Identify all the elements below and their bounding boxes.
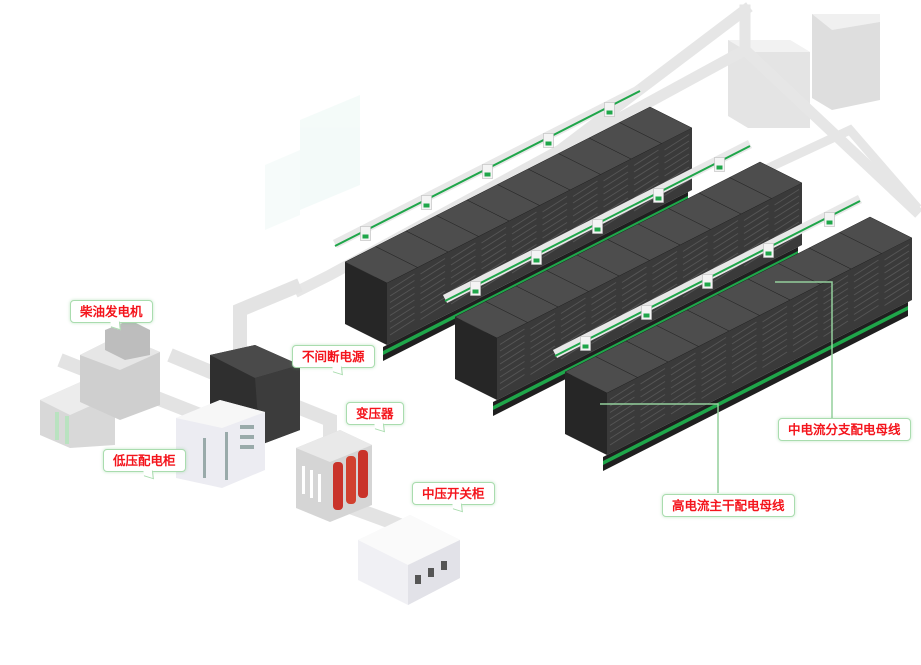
mv-switchgear-icon: [358, 515, 460, 605]
tap-off-box: [531, 250, 542, 265]
label-transformer: 变压器: [346, 402, 404, 425]
label-lv-cabinet: 低压配电柜: [103, 449, 186, 472]
tap-off-box: [763, 243, 774, 258]
tap-off-box: [653, 188, 664, 203]
label-mv-switchgear: 中压开关柜: [412, 482, 495, 505]
lv-distribution-cabinet-icon: [176, 400, 265, 488]
server-rack: [564, 356, 639, 455]
server-rack: [344, 246, 419, 345]
tap-off-box: [604, 102, 615, 117]
leader-lines: [600, 281, 833, 493]
label-diesel-generator: 柴油发电机: [70, 300, 153, 323]
tap-off-box: [580, 336, 591, 351]
tap-off-box: [482, 164, 493, 179]
diesel-generator-icon: [40, 320, 160, 448]
tap-off-box: [543, 133, 554, 148]
tap-off-box: [641, 305, 652, 320]
server-rack: [454, 301, 529, 400]
tap-off-box: [702, 274, 713, 289]
tap-off-box: [714, 157, 725, 172]
label-main-busway: 高电流主干配电母线: [662, 494, 795, 517]
transformer-icon: [296, 430, 372, 522]
building-icon: [728, 14, 880, 128]
label-branch-busway: 中电流分支配电母线: [778, 418, 911, 441]
background-panels: [265, 95, 360, 230]
tap-off-box: [470, 281, 481, 296]
tap-off-box: [592, 219, 603, 234]
tap-off-box: [360, 226, 371, 241]
tap-off-box: [421, 195, 432, 210]
tap-off-box: [824, 212, 835, 227]
label-ups: 不间断电源: [292, 345, 375, 368]
